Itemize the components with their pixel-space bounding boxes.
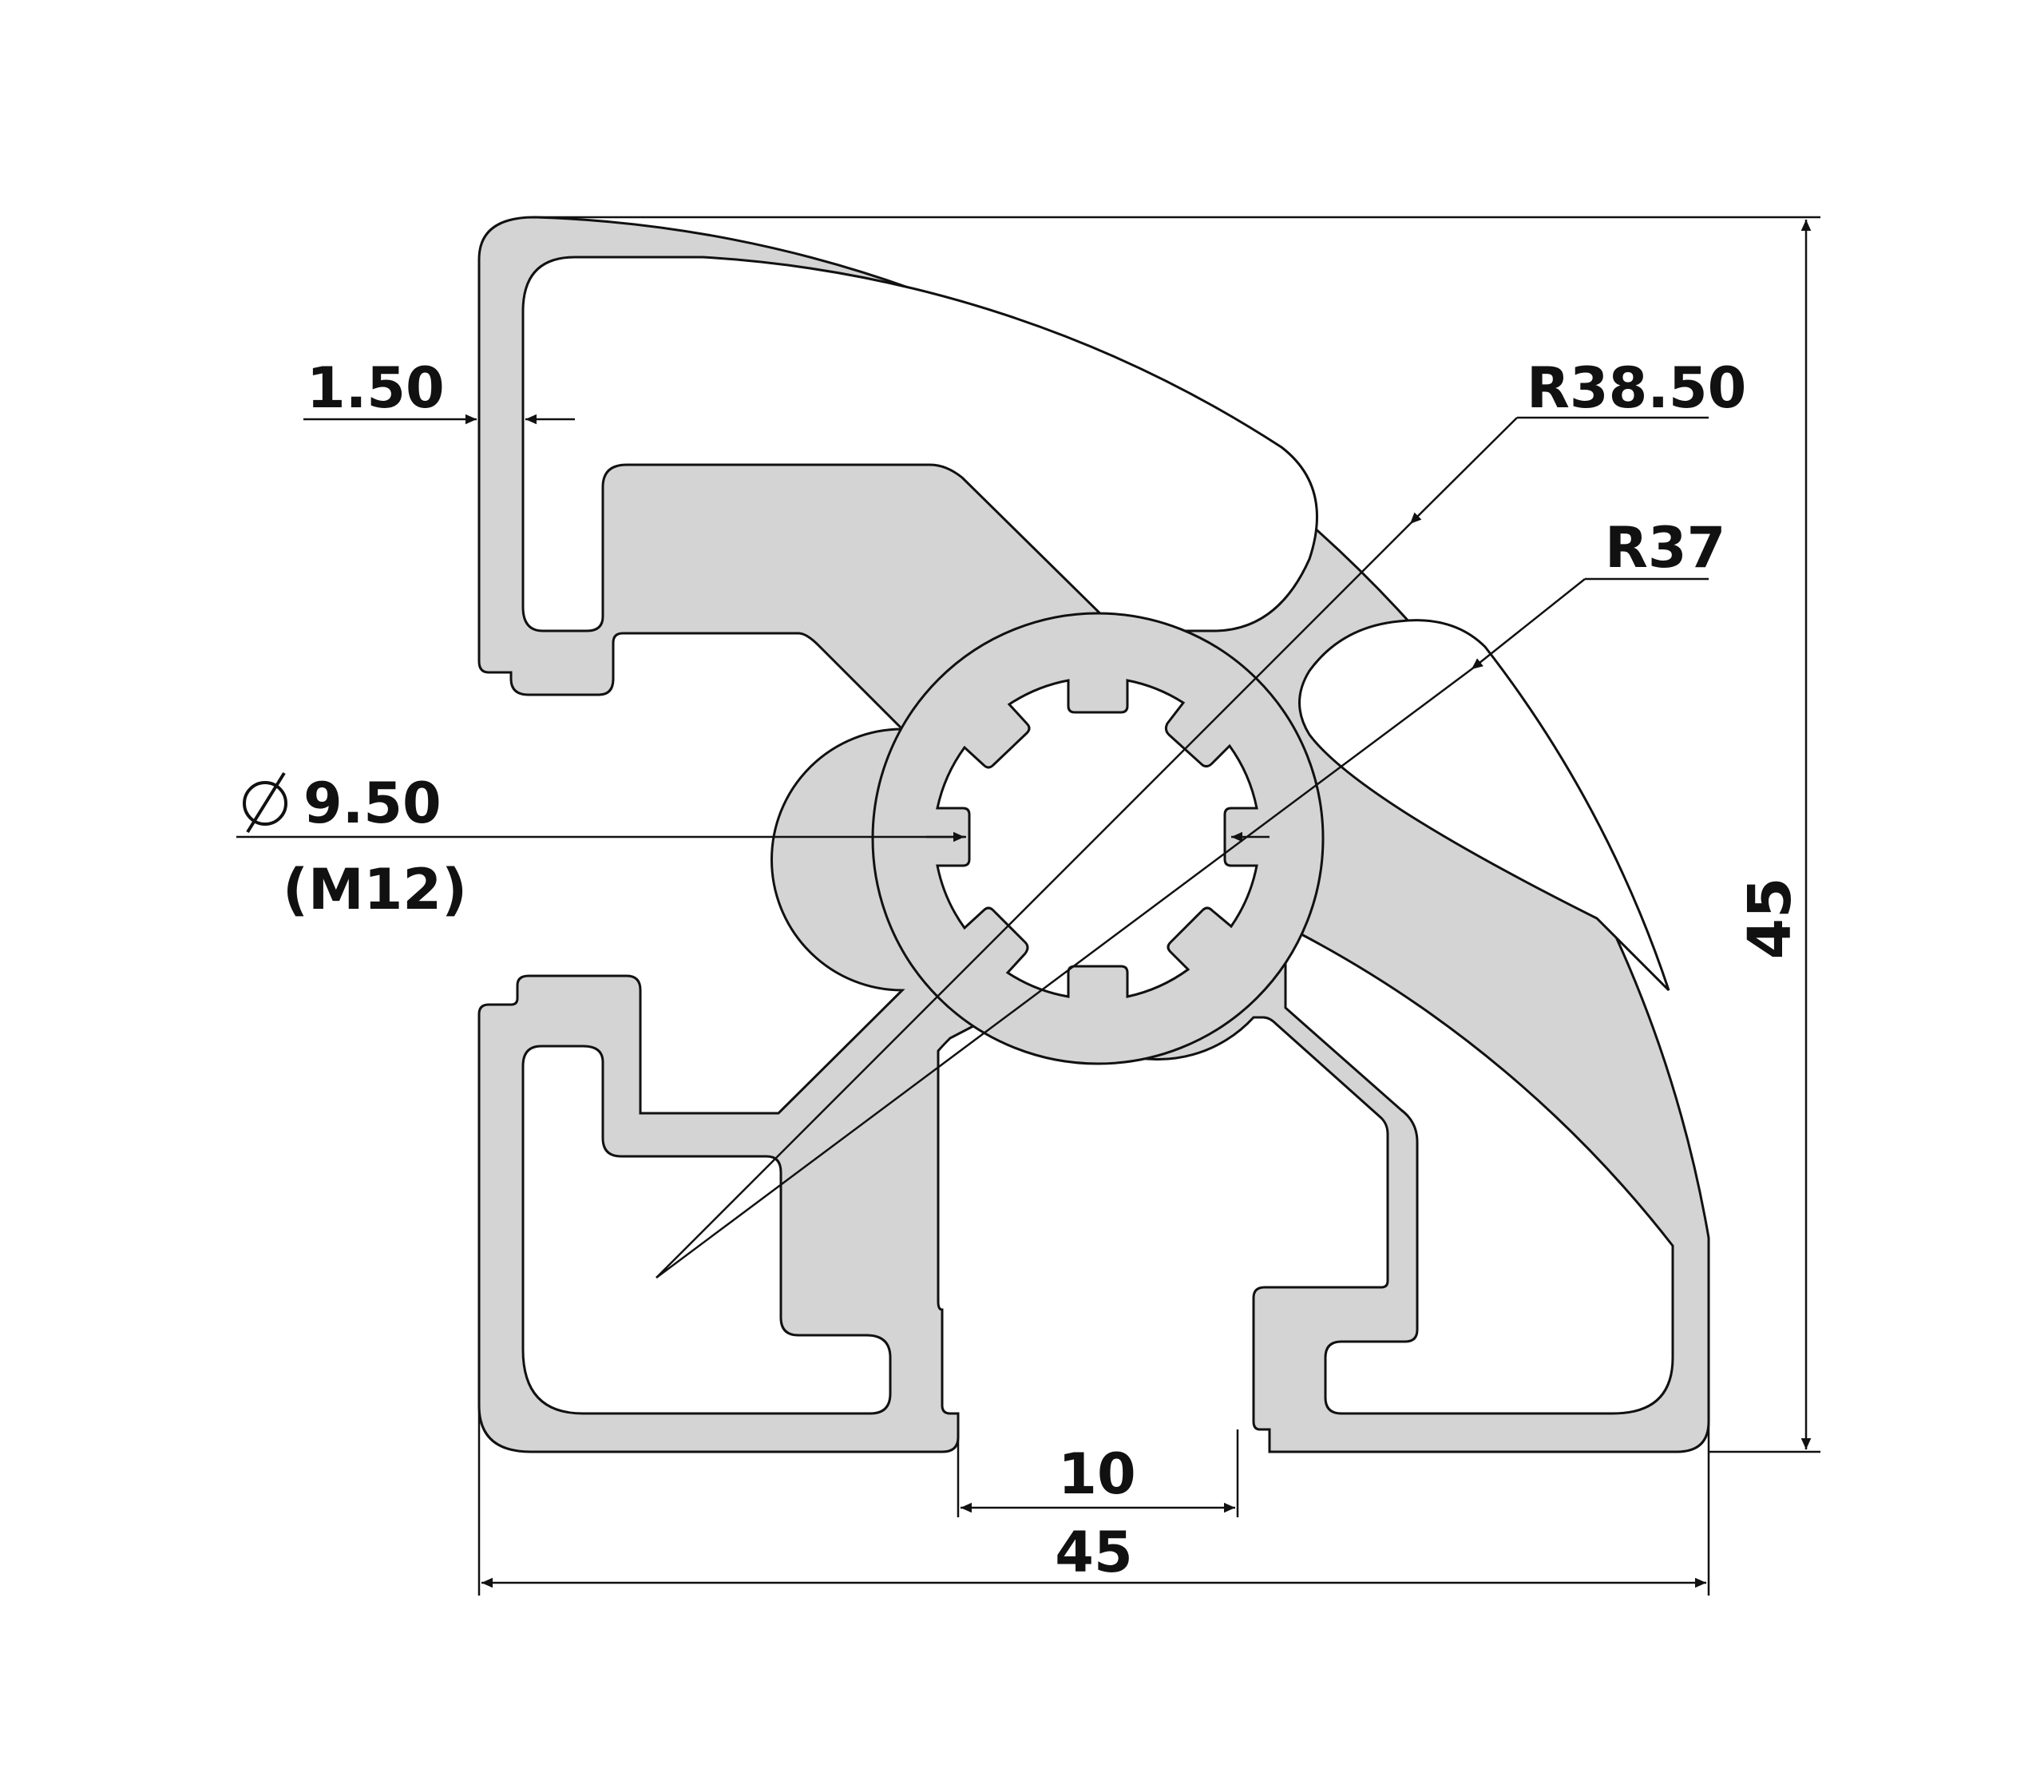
bore-diameter-label: 9.50 (303, 771, 442, 836)
corner-hole (1298, 619, 1670, 992)
overall-width-label: 45 (1055, 1520, 1132, 1585)
slot-width-label: 10 (1058, 1441, 1135, 1507)
chamber-upper-left (521, 256, 1318, 632)
wall-thickness-label: 1.50 (307, 355, 445, 421)
diameter-icon (243, 771, 287, 834)
r37-radius-line (656, 668, 1472, 1279)
r3850-radius-line (656, 523, 1411, 1279)
inner-radius-label: R37 (1605, 515, 1725, 581)
thread-label: (M12) (283, 857, 467, 922)
chamber-lower-left (521, 1045, 892, 1415)
dimension-lines (236, 216, 1820, 1596)
r3850-leader (1409, 417, 1518, 525)
outer-radius-label: R38.50 (1527, 355, 1746, 421)
aluminium-profile (477, 216, 1710, 1453)
overall-height-label: 45 (1736, 878, 1804, 960)
dimension-labels: 1.50 R38.50 R37 9.50 (M12) 10 45 45 (243, 355, 1804, 1585)
r37-leader (1471, 578, 1586, 670)
chamber-lower-right (1284, 933, 1674, 1415)
